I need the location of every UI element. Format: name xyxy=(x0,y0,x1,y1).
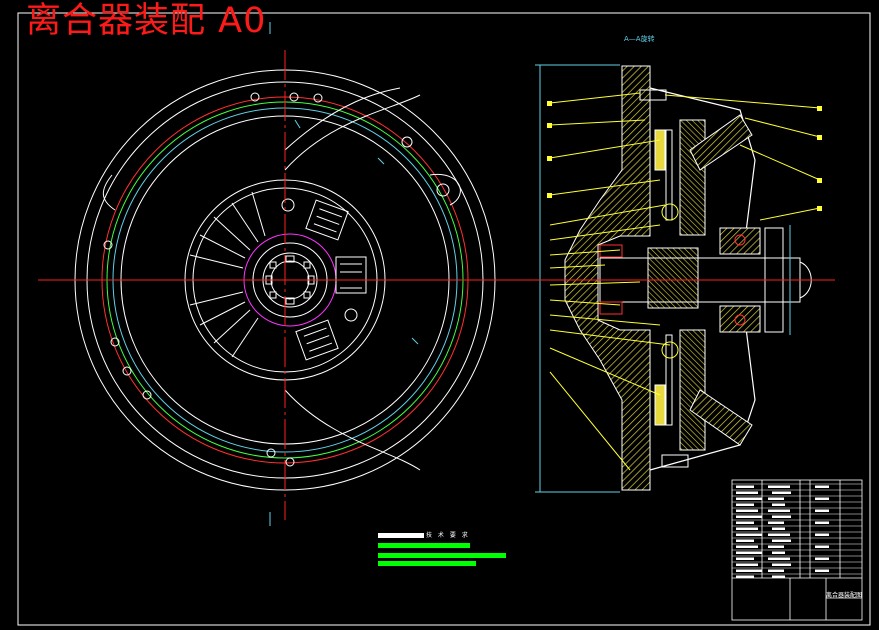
title-block-fill xyxy=(736,485,829,578)
drawing-frame xyxy=(17,12,871,626)
leaders-left xyxy=(549,92,671,471)
section-view-label: A—A旋转 xyxy=(624,35,655,43)
right-lug xyxy=(429,173,461,206)
leader-dots-left xyxy=(547,101,552,198)
section-marks xyxy=(294,119,419,345)
friction-lining-top xyxy=(654,129,666,171)
friction-lining-bottom xyxy=(654,384,666,426)
hub xyxy=(647,247,699,309)
title-block-rows xyxy=(732,483,862,575)
tech-requirements-lines xyxy=(378,533,506,566)
leaders-right xyxy=(664,94,821,221)
flywheel xyxy=(564,65,651,491)
input-shaft xyxy=(599,257,801,303)
front-centerlines xyxy=(38,50,530,520)
pressure-plate xyxy=(679,119,706,236)
bottom-bolt xyxy=(661,454,689,468)
title-block-drawing-name: 离合器装配图 xyxy=(826,592,863,599)
leader-dots-right xyxy=(817,106,822,211)
left-lug xyxy=(102,174,116,211)
release-bearing xyxy=(719,227,761,255)
bolt-holes xyxy=(103,92,323,467)
drawing-title: 离合器装配 A0 xyxy=(26,1,267,41)
tech-requirements-label: 技 术 要 求 xyxy=(426,532,470,539)
section-view xyxy=(530,64,835,493)
cutaway-boundary xyxy=(284,94,421,171)
